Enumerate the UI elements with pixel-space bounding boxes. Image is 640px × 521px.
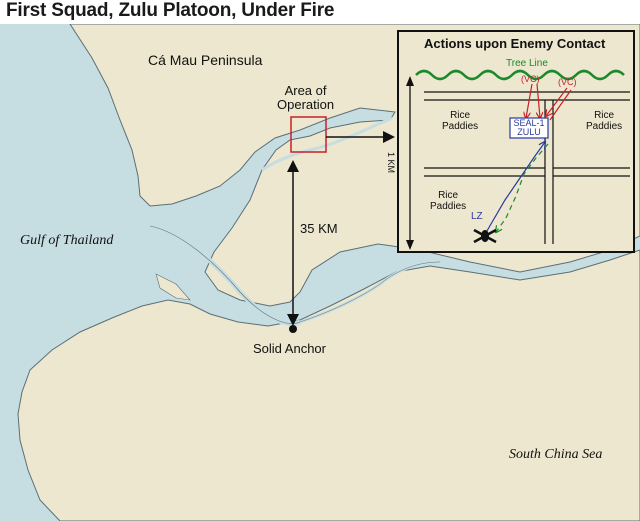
map-canvas xyxy=(0,24,640,521)
scale-arrow-down-icon xyxy=(406,240,414,250)
vc-fire-line xyxy=(537,83,540,118)
river-outline xyxy=(149,225,301,324)
seal-unit-box xyxy=(509,117,549,139)
vc-fire-line xyxy=(526,83,533,118)
inset-panel xyxy=(397,30,635,253)
island xyxy=(155,273,191,301)
southern-land xyxy=(17,249,640,521)
tree-line xyxy=(415,69,625,81)
gulf-label: Gulf of Thailand xyxy=(20,233,114,248)
vc-fire-line xyxy=(546,87,568,116)
lz-label: LZ xyxy=(471,211,483,222)
scale-arrow-up-icon xyxy=(406,76,414,86)
seal-unit-label: SEAL-1 ZULU xyxy=(513,118,545,137)
rice-paddies-right-label: Rice Paddies xyxy=(586,110,623,132)
vc-label-2: (VC) xyxy=(558,77,577,87)
arrow-up-icon xyxy=(287,160,299,172)
scale-label: 1 KM xyxy=(386,152,396,174)
page-title: First Squad, Zulu Platoon, Under Fire xyxy=(6,0,335,21)
inset-title: Actions upon Enemy Contact xyxy=(424,36,606,51)
helicopter-icon xyxy=(473,228,497,244)
rice-paddies-left-label: Rice Paddies xyxy=(442,110,479,132)
arrow-down-icon xyxy=(287,314,299,326)
distance-label: 35 KM xyxy=(300,221,338,236)
channel-north xyxy=(261,116,393,172)
vc-label-1: (VC) xyxy=(521,74,540,84)
base-dot-icon xyxy=(289,325,297,333)
rice-paddies-bottom-label: Rice Paddies xyxy=(430,190,467,212)
peninsula-label: Cá Mau Peninsula xyxy=(148,52,263,68)
insertion-path xyxy=(483,142,545,237)
tree-line-label: Tree Line xyxy=(506,58,548,69)
south-sea-label: South China Sea xyxy=(509,447,603,462)
area-of-operation-label: Area of Operation xyxy=(277,83,335,112)
base-label: Solid Anchor xyxy=(253,341,326,356)
vc-fire-line xyxy=(549,89,572,121)
area-of-operation-marker xyxy=(290,116,327,153)
channel-east-outline xyxy=(299,261,441,323)
